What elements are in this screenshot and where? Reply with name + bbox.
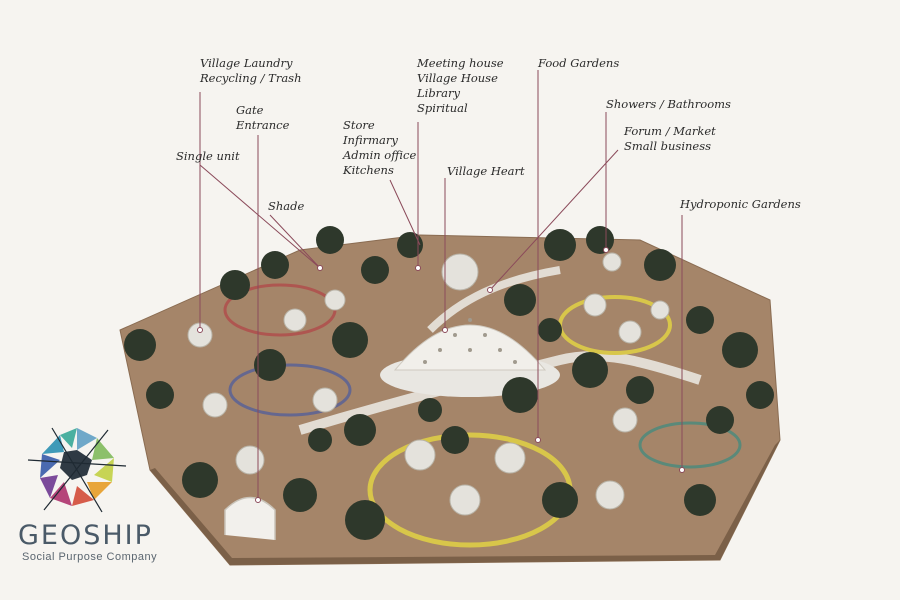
dwelling-domes bbox=[187, 252, 670, 516]
gate-arch bbox=[224, 496, 276, 540]
callout-shade: Shade bbox=[268, 199, 305, 213]
callout-store: Store Infirmary Admin office Kitchens bbox=[343, 118, 417, 177]
brand-name: GEOSHIP bbox=[18, 520, 153, 551]
callout-showers: Showers / Bathrooms bbox=[606, 97, 731, 111]
callout-gate: Gate Entrance bbox=[236, 103, 290, 132]
callout-village-heart: Village Heart bbox=[447, 164, 525, 178]
brand-tagline: Social Purpose Company bbox=[22, 551, 158, 563]
leader-endpoints bbox=[197, 247, 685, 503]
ground-shadow-edge bbox=[150, 440, 780, 565]
ring-blue-west bbox=[228, 363, 352, 417]
callout-laundry: Village Laundry Recycling / Trash bbox=[200, 56, 302, 85]
north-path bbox=[427, 266, 561, 333]
callout-hydroponic: Hydroponic Gardens bbox=[680, 197, 801, 211]
callout-food-gardens: Food Gardens bbox=[538, 56, 620, 70]
callout-forum: Forum / Market Small business bbox=[624, 124, 716, 153]
callout-single-unit: Single unit bbox=[176, 149, 240, 163]
ring-teal-east bbox=[638, 421, 742, 469]
tree-canopy bbox=[124, 226, 774, 540]
leader-lines bbox=[199, 70, 683, 500]
geoship-logo-icon bbox=[27, 427, 127, 513]
callout-meeting-house: Meeting house Village House Library Spir… bbox=[417, 56, 504, 115]
